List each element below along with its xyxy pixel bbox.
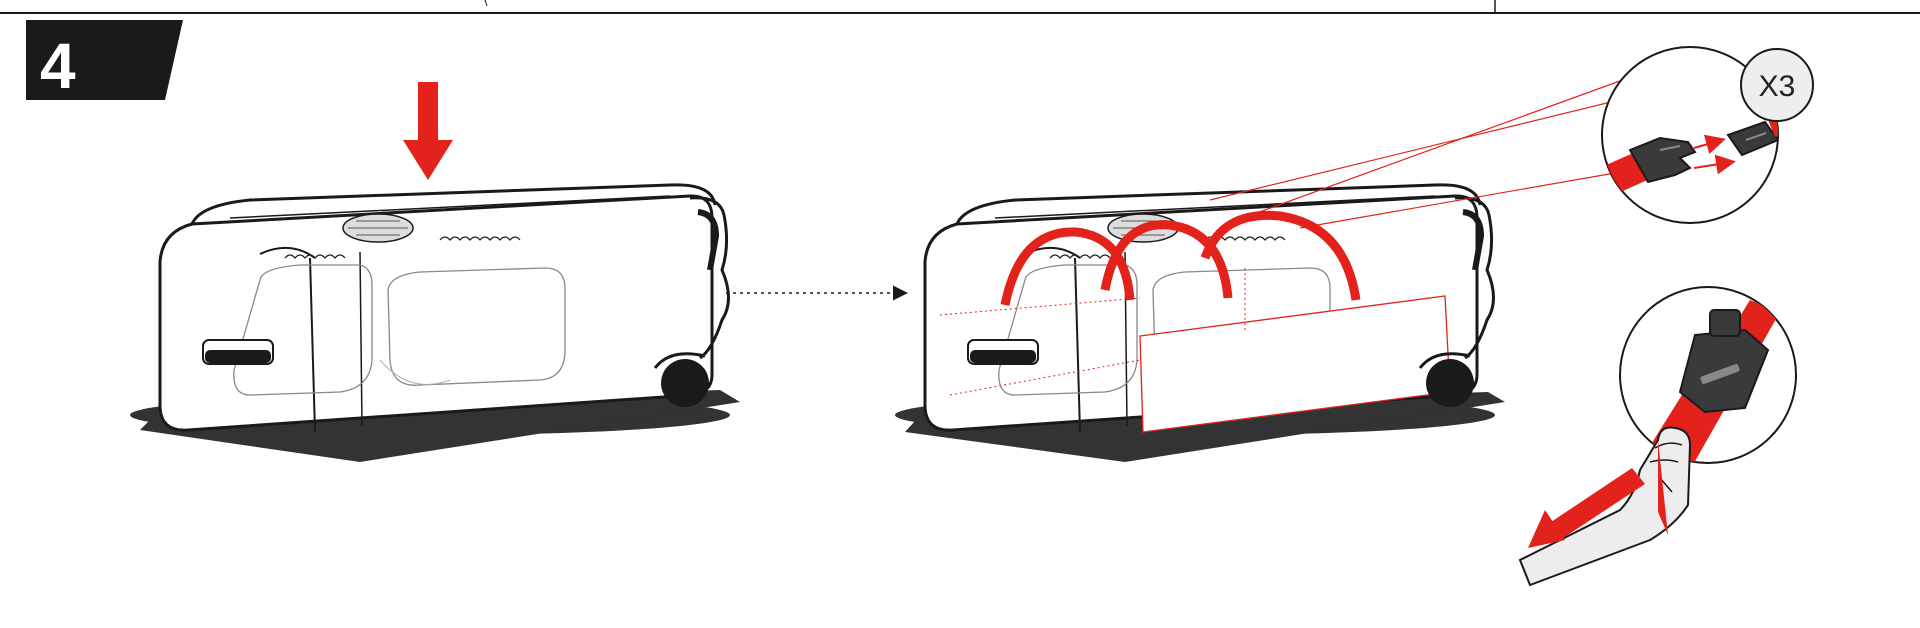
female-buckle-icon xyxy=(1726,120,1778,157)
wheel-icon xyxy=(653,352,709,407)
male-buckle-icon xyxy=(1628,136,1697,184)
diagonal-arrow-icon xyxy=(1528,468,1645,548)
tighten-strap-callout xyxy=(1518,286,1797,587)
buckle-detail-callout: X3 xyxy=(1601,46,1814,224)
callout-leader-lines xyxy=(1209,69,1653,229)
storage-bag-after xyxy=(895,183,1505,462)
wheel-icon xyxy=(1418,352,1474,407)
handle-icon xyxy=(967,339,1039,365)
storage-bag-before xyxy=(130,183,740,462)
down-arrow-icon xyxy=(403,82,453,180)
hand-icon xyxy=(1518,426,1692,587)
step-badge: 4 xyxy=(26,20,183,102)
quantity-badge: X3 xyxy=(1740,48,1814,122)
strap-arcs xyxy=(1000,210,1361,306)
quantity-label: X3 xyxy=(1759,70,1796,103)
strap-adjuster-icon xyxy=(1678,309,1770,414)
header-rule xyxy=(0,0,1920,14)
handle-icon xyxy=(202,339,274,365)
step-number: 4 xyxy=(40,30,76,102)
